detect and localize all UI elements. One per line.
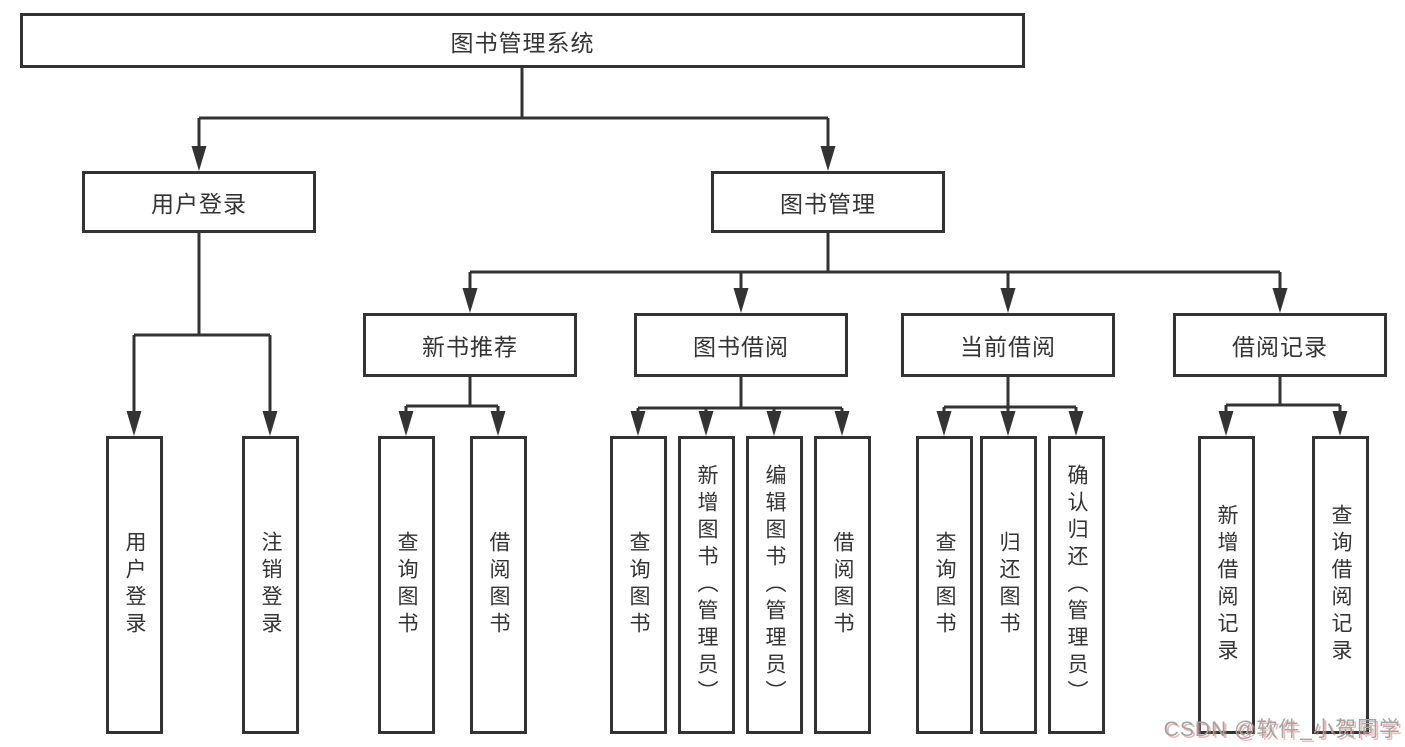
node-book-management: 图书管理 (711, 171, 945, 233)
leaf-add-book-admin: 新增图书（管理员） (678, 436, 735, 734)
node-new-book-recommend: 新书推荐 (363, 313, 577, 377)
node-user-login: 用户登录 (82, 171, 316, 233)
node-book-borrowing: 图书借阅 (634, 313, 848, 377)
leaf-user-login: 用户登录 (106, 436, 163, 734)
leaf-query-books-current: 查询图书 (916, 436, 973, 734)
leaf-confirm-return-admin: 确认归还（管理员） (1048, 436, 1105, 734)
node-library-system: 图书管理系统 (20, 13, 1025, 68)
leaf-query-borrow-record: 查询借阅记录 (1312, 436, 1369, 734)
leaf-borrow-books-recommend: 借阅图书 (470, 436, 527, 734)
node-current-borrowing: 当前借阅 (901, 313, 1115, 377)
leaf-query-books-borrowing: 查询图书 (610, 436, 667, 734)
leaf-borrow-books-borrowing: 借阅图书 (814, 436, 871, 734)
leaf-add-borrow-record: 新增借阅记录 (1198, 436, 1255, 734)
leaf-edit-book-admin: 编辑图书（管理员） (746, 436, 803, 734)
csdn-watermark: CSDN @软件_小贺同学 (1163, 718, 1401, 741)
node-borrowing-records: 借阅记录 (1173, 313, 1387, 377)
leaf-query-books-recommend: 查询图书 (378, 436, 435, 734)
leaf-logout: 注销登录 (242, 436, 299, 734)
leaf-return-books: 归还图书 (980, 436, 1037, 734)
